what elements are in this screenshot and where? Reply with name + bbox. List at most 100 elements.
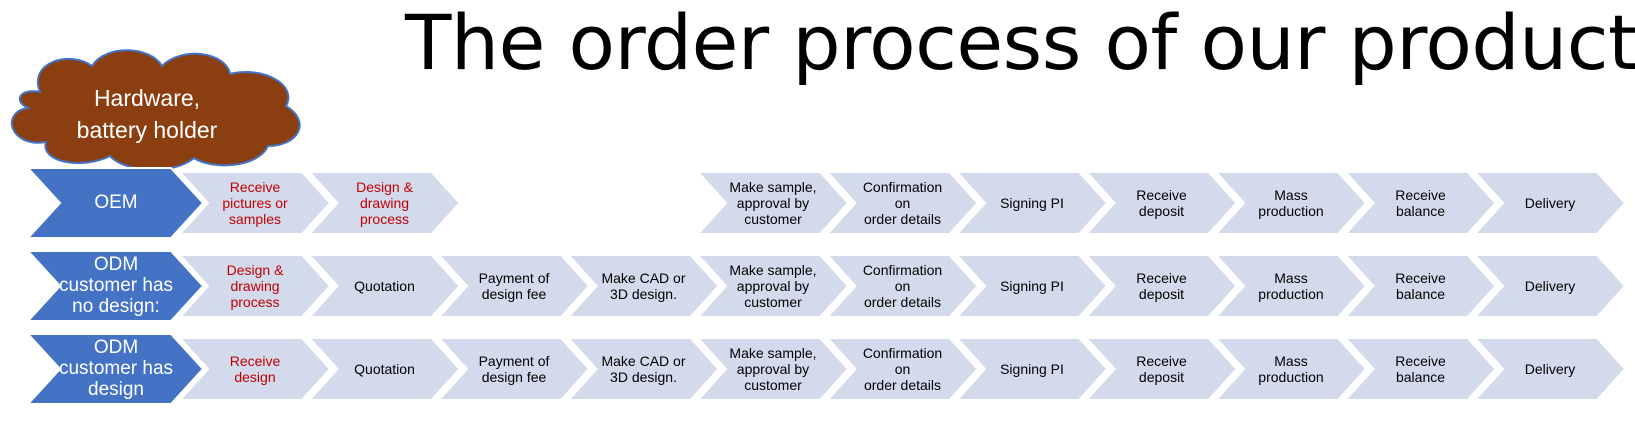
step-label-line-2: balance bbox=[1396, 286, 1445, 302]
row-head-shape bbox=[25, 250, 205, 322]
step-label-line-1: Receive bbox=[1395, 270, 1446, 286]
row-head-label-line-1: ODM bbox=[94, 337, 138, 358]
step-chevron: Signing PI bbox=[954, 171, 1109, 235]
step-chevron: Signing PI bbox=[954, 337, 1109, 401]
cloud-label-line-1: Hardware, bbox=[94, 85, 200, 111]
step-chevron-shape bbox=[695, 171, 850, 235]
row-head-shape bbox=[25, 333, 205, 405]
step-label-line-3: process bbox=[360, 211, 409, 227]
step-label-line-3: customer bbox=[744, 294, 802, 310]
step-chevron-shape bbox=[1084, 171, 1238, 235]
step-label-line-1: Receive bbox=[230, 353, 281, 369]
step-chevron: Signing PI bbox=[954, 254, 1109, 318]
step-label-line-1: Payment of bbox=[479, 270, 550, 286]
row-head-label-line-3: design bbox=[88, 379, 144, 400]
step-chevron-shape bbox=[307, 171, 461, 235]
step-label-line-1: Receive bbox=[1395, 353, 1446, 369]
step-label-line-2: drawing bbox=[230, 278, 279, 294]
step-label-line-3: process bbox=[230, 294, 279, 310]
step-label-line-2: on bbox=[895, 361, 911, 377]
step-label-line-1: Confirmation bbox=[863, 262, 942, 278]
step-chevron-shape bbox=[1084, 337, 1238, 401]
step-label-line-2: on bbox=[895, 195, 911, 211]
step-chevron-shape bbox=[1472, 171, 1627, 235]
step-label-line-1: Confirmation bbox=[863, 179, 942, 195]
step-label-line-1: Mass bbox=[1274, 270, 1307, 286]
hardware-cloud: Hardware, battery holder bbox=[10, 49, 301, 171]
step-chevron: Quotation bbox=[307, 337, 461, 401]
step-chevron-shape bbox=[825, 337, 979, 401]
step-label-line-1: Receive bbox=[1136, 353, 1187, 369]
step-label-line-1: Design & bbox=[227, 262, 284, 278]
step-chevron-shape bbox=[1343, 254, 1497, 318]
step-chevron-shape bbox=[954, 254, 1109, 318]
page-title: The order process of our products bbox=[405, 0, 1635, 87]
step-label-line-2: design bbox=[234, 369, 275, 385]
step-label-line-2: deposit bbox=[1139, 286, 1184, 302]
step-label-line-2: approval by bbox=[737, 195, 809, 211]
step-chevron-shape bbox=[177, 337, 332, 401]
step-chevron-shape bbox=[1343, 337, 1497, 401]
step-label-line-2: production bbox=[1258, 203, 1323, 219]
step-label-line-3: order details bbox=[864, 211, 941, 227]
row-head-label-line-1: ODM bbox=[94, 254, 138, 275]
step-label-line-2: production bbox=[1258, 369, 1323, 385]
step-chevron-shape bbox=[436, 337, 591, 401]
step-chevron-shape bbox=[307, 254, 461, 318]
step-label-line-1: Delivery bbox=[1525, 278, 1576, 294]
step-label-line-1: Delivery bbox=[1525, 195, 1576, 211]
step-label-line-1: Quotation bbox=[354, 361, 415, 377]
step-chevron-shape bbox=[954, 171, 1109, 235]
step-label-line-2: drawing bbox=[360, 195, 409, 211]
step-label-line-1: Make CAD or bbox=[601, 270, 685, 286]
step-chevron-shape bbox=[695, 337, 850, 401]
step-label-line-3: customer bbox=[744, 377, 802, 393]
step-label-line-1: Mass bbox=[1274, 187, 1307, 203]
step-label-line-2: deposit bbox=[1139, 369, 1184, 385]
step-chevron-shape bbox=[695, 254, 850, 318]
step-chevron-shape bbox=[1084, 254, 1238, 318]
step-chevron-shape bbox=[436, 254, 591, 318]
row-head-chevron: OEM bbox=[25, 167, 205, 239]
row-head-label-line-1: OEM bbox=[94, 192, 137, 213]
step-label-line-1: Make sample, bbox=[729, 179, 816, 195]
step-label-line-2: approval by bbox=[737, 361, 809, 377]
step-chevron-shape bbox=[1213, 254, 1368, 318]
step-label-line-1: Make sample, bbox=[729, 262, 816, 278]
step-chevron: Delivery bbox=[1472, 171, 1627, 235]
step-chevron-shape bbox=[566, 254, 720, 318]
step-label-line-3: order details bbox=[864, 294, 941, 310]
row-head-shape bbox=[25, 167, 205, 239]
step-chevron: Delivery bbox=[1472, 337, 1627, 401]
step-chevron-shape bbox=[177, 254, 332, 318]
step-chevron-shape bbox=[1472, 254, 1627, 318]
step-chevron-shape bbox=[825, 254, 979, 318]
step-label-line-1: Receive bbox=[230, 179, 281, 195]
step-label-line-1: Payment of bbox=[479, 353, 550, 369]
step-chevron-shape bbox=[177, 171, 332, 235]
step-chevron: Delivery bbox=[1472, 254, 1627, 318]
